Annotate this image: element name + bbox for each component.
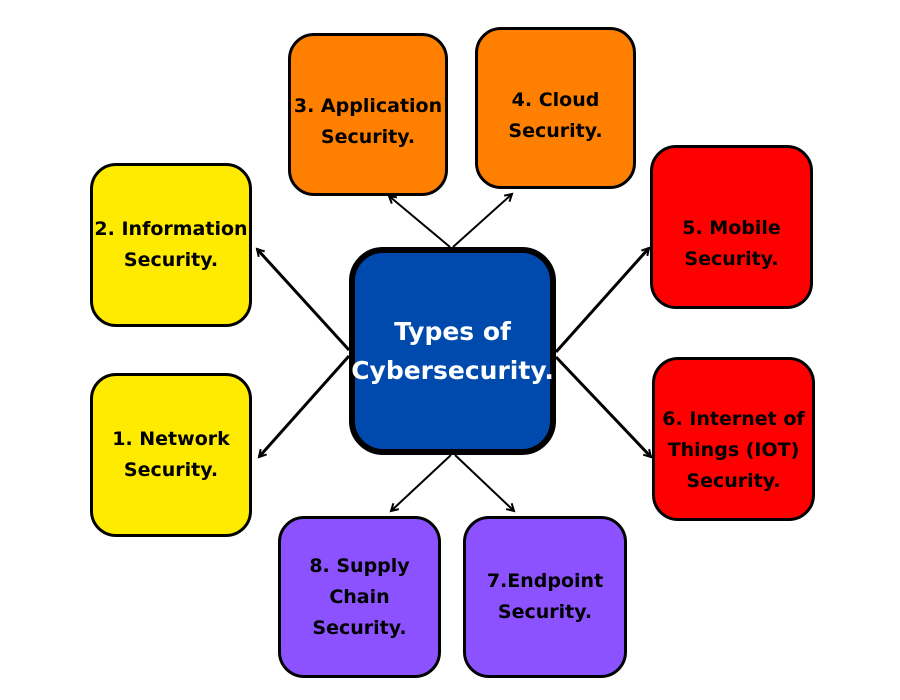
node-label: 1. Network Security. xyxy=(112,428,230,481)
node-information-security: 2. Information Security. xyxy=(90,163,252,327)
node-application-security: 3. Application Security. xyxy=(288,33,448,196)
node-label: 2. Information Security. xyxy=(94,218,248,271)
node-label: 7.Endpoint Security. xyxy=(486,570,604,623)
arrow-to-network xyxy=(259,355,351,457)
node-label: 6. Internet of Things (IOT) Security. xyxy=(662,408,805,492)
node-label: 3. Application Security. xyxy=(293,95,443,148)
node-mobile-security: 5. Mobile Security. xyxy=(650,145,813,309)
node-endpoint-security: 7.Endpoint Security. xyxy=(463,516,627,678)
node-cloud-security: 4. Cloud Security. xyxy=(475,27,636,189)
arrow-to-mobile xyxy=(554,248,649,353)
node-label: 8. Supply Chain Security. xyxy=(309,554,410,639)
node-network-security: 1. Network Security. xyxy=(90,373,252,537)
center-node: Types of Cybersecurity. xyxy=(349,247,556,455)
node-label: 5. Mobile Security. xyxy=(682,217,781,270)
center-label: Types of Cybersecurity. xyxy=(351,317,554,385)
arrow-to-endpoint xyxy=(454,454,514,511)
node-label: 4. Cloud Security. xyxy=(508,89,603,142)
arrow-to-application xyxy=(389,196,451,248)
node-supply-chain-security: 8. Supply Chain Security. xyxy=(278,516,441,678)
arrow-to-iot xyxy=(554,355,651,457)
arrow-to-cloud xyxy=(452,194,512,248)
arrow-to-supply-chain xyxy=(391,454,452,511)
arrow-to-information xyxy=(257,249,351,352)
node-iot-security: 6. Internet of Things (IOT) Security. xyxy=(652,357,815,521)
